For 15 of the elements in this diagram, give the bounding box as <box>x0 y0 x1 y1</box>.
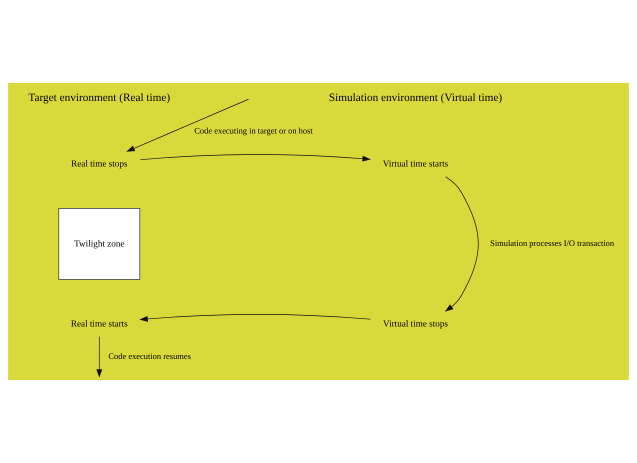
arrow <box>444 176 479 312</box>
node-text: Virtual time stops <box>383 318 448 328</box>
node-text: Virtual time starts <box>382 158 448 168</box>
edge-label: Code executing in target or on host <box>194 125 313 136</box>
arrow <box>126 98 249 152</box>
label: Simulation environment (Virtual time) <box>328 92 502 104</box>
node-text: Real time starts <box>70 318 128 328</box>
node-box: Twilight zone <box>58 208 140 280</box>
edge-label: Code execution resumes <box>108 350 191 361</box>
arrow <box>96 336 102 378</box>
arrow <box>140 154 371 162</box>
node-text: Real time stops <box>71 158 128 168</box>
arrow <box>139 314 371 322</box>
edge-label: Simulation processes I/O transaction <box>490 238 614 248</box>
label: Target environment (Real time) <box>28 92 170 104</box>
